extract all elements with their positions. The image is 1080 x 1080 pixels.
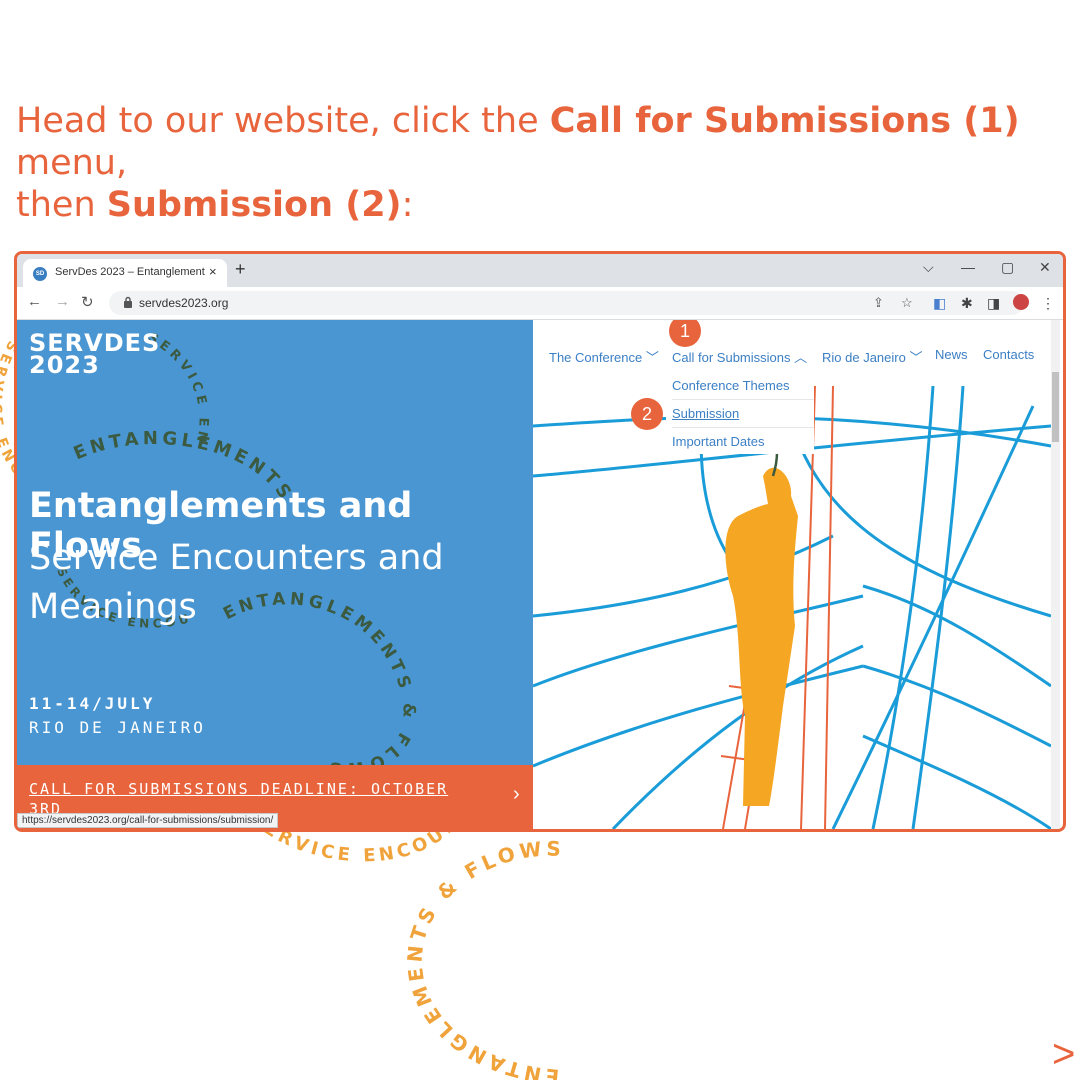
maximize-button[interactable]: ▢ bbox=[1001, 259, 1015, 275]
instruction-headline: Head to our website, click the Call for … bbox=[16, 100, 1066, 226]
illustration-worker-on-pole bbox=[533, 386, 1051, 829]
svg-text:ENTANGLEMENTS & FLOWS: ENTANGLEMENTS & FLOWS bbox=[402, 836, 565, 1080]
browser-tab[interactable]: SD ServDes 2023 – Entanglements a × bbox=[23, 259, 227, 287]
dropdown-item-important-dates[interactable]: Important Dates bbox=[672, 434, 765, 449]
spiral-text-bottom: ENTANGLEMENTS & FLOWS bbox=[402, 836, 561, 1080]
close-window-button[interactable]: ✕ bbox=[1039, 259, 1051, 275]
headline-text: menu, bbox=[16, 143, 128, 183]
lock-icon bbox=[124, 296, 132, 308]
headline-emphasis-submission: Submission (2) bbox=[106, 185, 402, 225]
nav-the-conference[interactable]: The Conference ﹀ bbox=[549, 347, 659, 366]
conference-location: RIO DE JANEIRO bbox=[29, 718, 206, 737]
next-slide-arrow[interactable]: > bbox=[1052, 1032, 1076, 1076]
side-panel-icon[interactable]: ◨ bbox=[987, 295, 1001, 311]
scrollbar-thumb[interactable] bbox=[1052, 372, 1059, 442]
hero-spiral-pattern: ENTANGLEMENTS & FLOWS ENTANGLEMENTS & FL… bbox=[17, 320, 415, 779]
tab-strip: SD ServDes 2023 – Entanglements a × + ⌵ … bbox=[17, 254, 1063, 287]
dropdown-item-conference-themes[interactable]: Conference Themes bbox=[672, 378, 814, 400]
bookmark-star-icon[interactable]: ☆ bbox=[901, 295, 913, 310]
conference-date: 11-14/JULY bbox=[29, 694, 156, 713]
address-bar[interactable]: servdes2023.org ⇪ ☆ bbox=[109, 291, 1024, 315]
step-badge-2: 2 bbox=[631, 398, 663, 430]
logo-line: 2023 bbox=[29, 351, 100, 379]
hero-panel: ENTANGLEMENTS & FLOWS ENTANGLEMENTS & FL… bbox=[17, 320, 533, 829]
headline-emphasis-call: Call for Submissions (1) bbox=[549, 101, 1020, 141]
chevron-down-icon: ﹀ bbox=[909, 350, 923, 365]
page-viewport: ENTANGLEMENTS & FLOWS ENTANGLEMENTS & FL… bbox=[17, 320, 1060, 829]
dropdown-item-submission[interactable]: Submission bbox=[672, 406, 814, 428]
profile-avatar[interactable] bbox=[1013, 294, 1029, 310]
reload-icon[interactable]: ↻ bbox=[81, 294, 94, 311]
headline-text: : bbox=[401, 185, 414, 225]
page-scrollbar[interactable] bbox=[1051, 320, 1060, 829]
nav-news[interactable]: News bbox=[935, 347, 968, 362]
url-text: servdes2023.org bbox=[139, 296, 229, 310]
share-icon[interactable]: ⇪ bbox=[873, 295, 884, 310]
nav-contacts[interactable]: Contacts bbox=[983, 347, 1035, 362]
minimize-button[interactable]: — bbox=[961, 259, 975, 275]
submissions-dropdown-menu: Conference Themes Submission Important D… bbox=[666, 370, 814, 454]
step-badge-1: 1 bbox=[669, 320, 701, 347]
servdes-logo[interactable]: SERVDES 2023 bbox=[29, 329, 161, 379]
new-tab-button[interactable]: + bbox=[235, 259, 246, 279]
logo-line: SERVDES bbox=[29, 329, 161, 357]
forward-arrow-icon[interactable]: → bbox=[55, 293, 70, 310]
nav-label: Call for Submissions bbox=[672, 350, 791, 365]
chevron-right-icon[interactable]: › bbox=[513, 783, 520, 805]
nav-label: The Conference bbox=[549, 350, 643, 365]
nav-label: Rio de Janeiro bbox=[822, 350, 906, 365]
tab-search-icon[interactable]: ⌵ bbox=[923, 259, 934, 275]
browser-window: SD ServDes 2023 – Entanglements a × + ⌵ … bbox=[14, 251, 1066, 832]
translate-extension-icon[interactable]: ◧ bbox=[933, 295, 947, 311]
headline-text: Head to our website, click the bbox=[16, 101, 550, 141]
back-arrow-icon[interactable]: ← bbox=[27, 293, 42, 310]
close-tab-icon[interactable]: × bbox=[209, 264, 217, 279]
tab-title: ServDes 2023 – Entanglements a bbox=[55, 266, 205, 278]
conference-title: Entanglements and Flows bbox=[29, 486, 413, 566]
chevron-down-icon: ﹀ bbox=[645, 350, 659, 365]
site-header-and-illustration: The Conference ﹀ Call for Submissions ︿ … bbox=[533, 320, 1051, 829]
extensions-puzzle-icon[interactable]: ✱ bbox=[961, 295, 973, 311]
browser-toolbar: ← → ↻ servdes2023.org ⇪ ☆ ◧ ✱ ◨ ⋮ bbox=[17, 287, 1063, 320]
status-bar-url: https://servdes2023.org/call-for-submiss… bbox=[17, 813, 279, 828]
nav-call-for-submissions[interactable]: Call for Submissions ︿ bbox=[672, 347, 807, 366]
browser-menu-icon[interactable]: ⋮ bbox=[1041, 295, 1055, 311]
conference-subtitle: Service Encounters and Meanings bbox=[29, 538, 444, 627]
favicon-icon: SD bbox=[33, 267, 47, 281]
nav-rio-de-janeiro[interactable]: Rio de Janeiro ﹀ bbox=[822, 347, 922, 366]
headline-text: then bbox=[16, 185, 107, 225]
chevron-up-icon: ︿ bbox=[794, 350, 808, 365]
